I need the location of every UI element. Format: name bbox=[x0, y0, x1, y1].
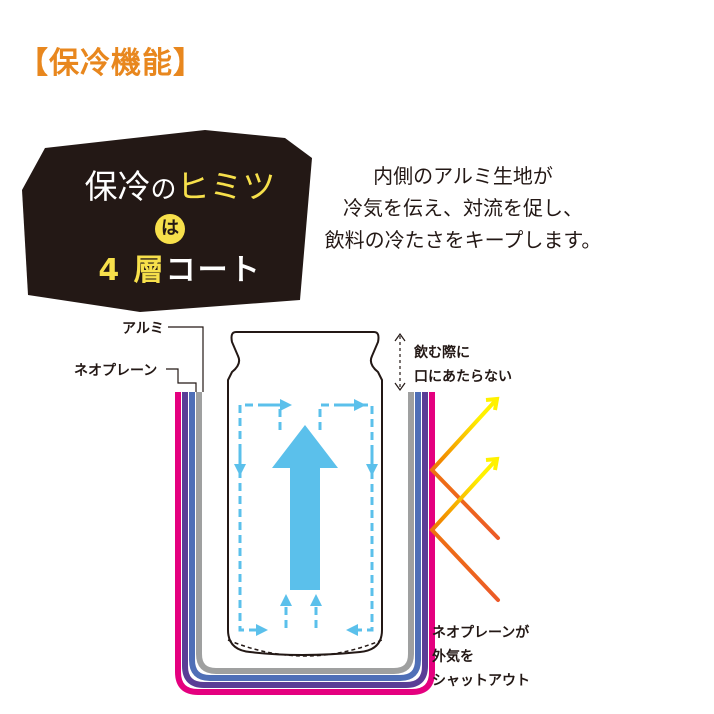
label-neoprene: ネオプレーン bbox=[74, 363, 158, 379]
reflect-arrowhead-1 bbox=[485, 396, 500, 411]
badge-layer-count: 4 層 bbox=[98, 253, 166, 288]
badge-connector: は bbox=[155, 214, 185, 244]
dimension-arrow-top bbox=[394, 332, 406, 342]
label-lip-line-1: 飲む際に bbox=[414, 345, 470, 361]
badge-word-cold: 保冷 bbox=[84, 167, 151, 206]
layer-purple bbox=[182, 392, 428, 688]
label-shut-line-1: ネオプレーンが bbox=[432, 625, 530, 641]
up-arrow-icon bbox=[272, 425, 338, 590]
badge-particle: の bbox=[150, 175, 177, 205]
description-line-1: 内側のアルミ生地が bbox=[373, 164, 553, 188]
convection-arrow-icon bbox=[234, 399, 378, 636]
description: 内側のアルミ生地が 冷気を伝え、対流を促し、 飲料の冷たさをキープします。 bbox=[318, 160, 608, 256]
badge-headline: 保冷のヒミツ bbox=[60, 160, 300, 208]
layer-blue bbox=[189, 392, 421, 681]
label-aluminum: アルミ bbox=[122, 321, 164, 337]
can-outline bbox=[227, 331, 383, 656]
reflect-arrowhead-2 bbox=[485, 456, 500, 471]
badge-subline: 4 層コート bbox=[60, 245, 300, 289]
neoprene-leader bbox=[166, 368, 197, 392]
label-shut-line-2: 外気を bbox=[432, 649, 474, 665]
label-shut-line-3: シャットアウト bbox=[432, 673, 530, 689]
page-title: 【保冷機能】 bbox=[18, 46, 204, 81]
badge-word-coat: コート bbox=[165, 253, 262, 288]
can-bottom-dashed bbox=[227, 639, 383, 657]
aluminum-leader bbox=[168, 326, 204, 392]
badge-word-secret: ヒミツ bbox=[176, 167, 276, 206]
dimension-arrow-bottom bbox=[394, 382, 406, 392]
layer-magenta bbox=[175, 392, 435, 695]
description-line-2: 冷気を伝え、対流を促し、 bbox=[343, 196, 583, 220]
layer-aluminum bbox=[196, 392, 414, 674]
reflect-arrow-icon bbox=[429, 398, 500, 602]
description-line-3: 飲料の冷たさをキープします。 bbox=[324, 228, 602, 252]
label-lip-line-2: 口にあたらない bbox=[414, 369, 512, 385]
